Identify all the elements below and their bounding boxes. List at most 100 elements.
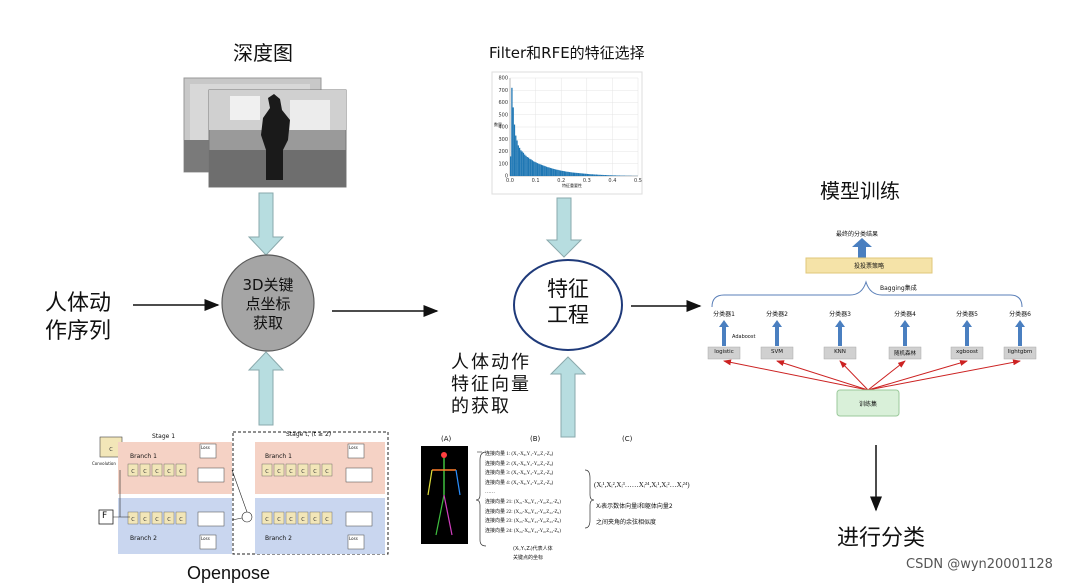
feature-label-line-1: 特征	[547, 277, 589, 301]
hist-bar	[543, 165, 545, 176]
hist-bar	[556, 169, 558, 176]
hist-bar	[531, 160, 534, 176]
conv-block-label: C	[155, 469, 159, 475]
op-input: F	[102, 511, 108, 521]
filter-title: Filter和RFE的特征选择	[489, 44, 645, 62]
hist-bar	[510, 156, 512, 176]
classifier-label: 分类器1	[713, 311, 735, 318]
hist-bar	[518, 147, 521, 176]
vec-panel-a: (A)	[441, 435, 452, 443]
vector-rows: 连接向量 1: (X₁-X₀,Y₁-Y₀,Z₁-Z₀)连接向量 2: (X₂-X…	[485, 450, 561, 536]
block-arrow-filter-down	[545, 197, 583, 258]
hist-bar	[576, 172, 578, 176]
hist-bar	[554, 169, 557, 176]
hist-bar	[517, 145, 519, 176]
hist-bar	[613, 175, 615, 176]
hist-bar	[603, 175, 605, 176]
conv-block	[309, 463, 321, 477]
conv-block-label: C	[289, 469, 293, 475]
hist-ytick: 800	[498, 76, 508, 82]
vector-row: ……	[485, 490, 495, 496]
hist-bar	[597, 174, 599, 176]
hist-bar	[534, 161, 536, 176]
hist-bar	[548, 167, 550, 176]
hist-xtick: 0.2	[557, 178, 565, 184]
hist-xtick: 0.4	[608, 178, 616, 184]
model-box	[950, 346, 984, 360]
hist-ytick: 0	[505, 174, 508, 180]
conv-block	[273, 511, 285, 525]
input-label-line-1: 人体动	[45, 291, 112, 316]
hist-bar	[589, 174, 591, 176]
hist-bar	[549, 167, 551, 176]
openpose-title: Openpose	[187, 563, 271, 583]
train-title: 模型训练	[820, 179, 900, 203]
hist-bar	[590, 174, 592, 176]
op-branch1-a: Branch 1	[130, 453, 157, 460]
model-label: logistic	[714, 349, 734, 355]
conv-block	[139, 511, 151, 525]
hist-bar	[614, 175, 617, 176]
hist-bar	[525, 155, 527, 176]
svg-text:C: C	[109, 447, 113, 453]
conv-block	[139, 463, 151, 477]
hist-bar	[612, 175, 614, 176]
classifier-up-arrow	[900, 320, 910, 346]
classify-title: 进行分类	[837, 526, 926, 551]
hist-bar	[570, 172, 572, 176]
conv-block	[321, 463, 333, 477]
model-label: SVM	[771, 349, 783, 355]
conv-block-label: C	[131, 469, 135, 475]
hist-bar	[577, 173, 580, 176]
hist-ytick: 700	[498, 88, 508, 94]
hist-bar	[611, 175, 613, 176]
vector-label: 人体动作 特征向量 的获取	[451, 352, 531, 418]
conv-block-label: C	[155, 517, 159, 523]
vector-row: 连接向量 24: (X₂₄-X₀,Y₂₄-Y₀,Z₂₄-Z₀)	[485, 528, 561, 534]
op-stage1: Stage 1	[152, 433, 176, 440]
conv-block-label: C	[179, 469, 183, 475]
train-to-model-line	[839, 360, 869, 391]
hist-bar	[607, 175, 609, 176]
vector-row: 连接向量 4: (X₄-X₀,Y₄-Y₀,Z₄-Z₀)	[485, 480, 554, 486]
classifier-up-arrow	[772, 320, 782, 346]
hist-bar	[588, 174, 590, 176]
keypoint-label-line-3: 获取	[252, 314, 283, 332]
hist-bar	[586, 173, 589, 176]
hist-xtick: 0.5	[634, 178, 642, 184]
hist-bar	[511, 87, 513, 176]
vector-row: 连接向量 21: (X₂₁-X₀,Y₂₁-Y₀,Z₂₁-Z₀)	[485, 499, 561, 505]
ensemble-train-set: 训练集	[858, 401, 877, 408]
model-box	[1003, 346, 1037, 360]
vector-label-line-2: 特征向量	[451, 374, 531, 395]
block-arrow-openpose-up	[247, 351, 285, 426]
conv-block	[285, 463, 297, 477]
hist-bar	[574, 172, 576, 176]
hist-bar	[515, 135, 517, 176]
model-box	[888, 346, 922, 360]
vec-panel-c: (C)	[622, 435, 633, 443]
hist-bar	[575, 172, 577, 176]
hist-bar	[595, 174, 598, 176]
vec-panel-b: (B)	[530, 435, 541, 443]
ensemble-diagram	[707, 238, 1037, 417]
vec-note-line-2: 之间夹角的余弦相似度	[596, 519, 657, 526]
train-to-model-line	[867, 360, 968, 391]
conv-block	[175, 463, 187, 477]
conv-block-label: C	[277, 517, 281, 523]
vec-note: Xᵢ表示数体向量i和躯体向量2 之间夹角的余弦相似度	[596, 499, 673, 531]
hist-bar	[566, 171, 568, 176]
vector-row: 连接向量 22: (X₂₂-X₀,Y₂₂-Y₀,Z₂₂-Z₀)	[485, 509, 561, 515]
op-staget: Stage t, (t ≥ 2)	[286, 431, 332, 438]
hist-bar	[606, 175, 608, 176]
op-conv: Convolution	[92, 461, 116, 466]
classifier-label: 分类器3	[829, 311, 851, 318]
feature-node-label: 特征 工程	[514, 276, 622, 328]
hist-bar	[557, 169, 559, 176]
conv-block-label: C	[143, 517, 147, 523]
op-branch1-b: Branch 1	[265, 453, 292, 460]
classifier-label: 分类器4	[894, 311, 916, 318]
hist-bar	[558, 170, 560, 176]
hist-bar	[539, 164, 541, 176]
